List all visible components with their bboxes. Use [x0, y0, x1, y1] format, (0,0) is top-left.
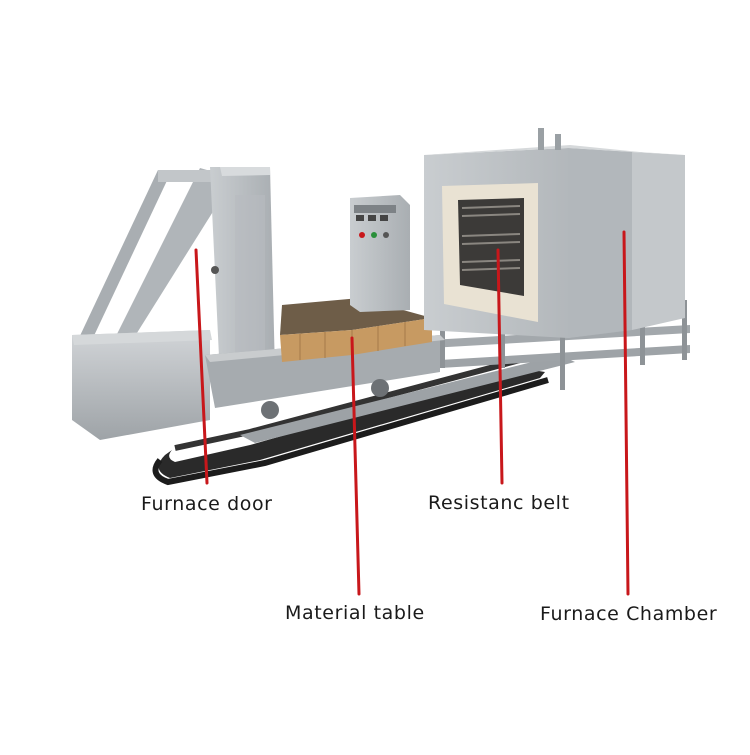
material-table	[280, 298, 432, 362]
leader-line-furnace-door	[194, 248, 209, 485]
leader-line-resistance-belt	[496, 248, 504, 485]
resistance-belt-elements	[461, 205, 521, 271]
label-furnace-chamber: Furnace Chamber	[540, 603, 718, 625]
leader-line-furnace-chamber	[622, 230, 630, 596]
leader-lines	[194, 230, 630, 596]
drag-chain	[152, 357, 549, 486]
furnace-door-panel	[210, 167, 275, 378]
control-cabinet	[350, 195, 410, 312]
label-material-table: Material table	[285, 602, 425, 624]
label-resistance-belt: Resistanc belt	[428, 492, 570, 514]
door-lift-frame	[72, 168, 218, 440]
label-furnace-door: Furnace door	[141, 493, 273, 515]
chamber-opening	[442, 183, 538, 322]
leader-line-material-table	[350, 336, 361, 596]
